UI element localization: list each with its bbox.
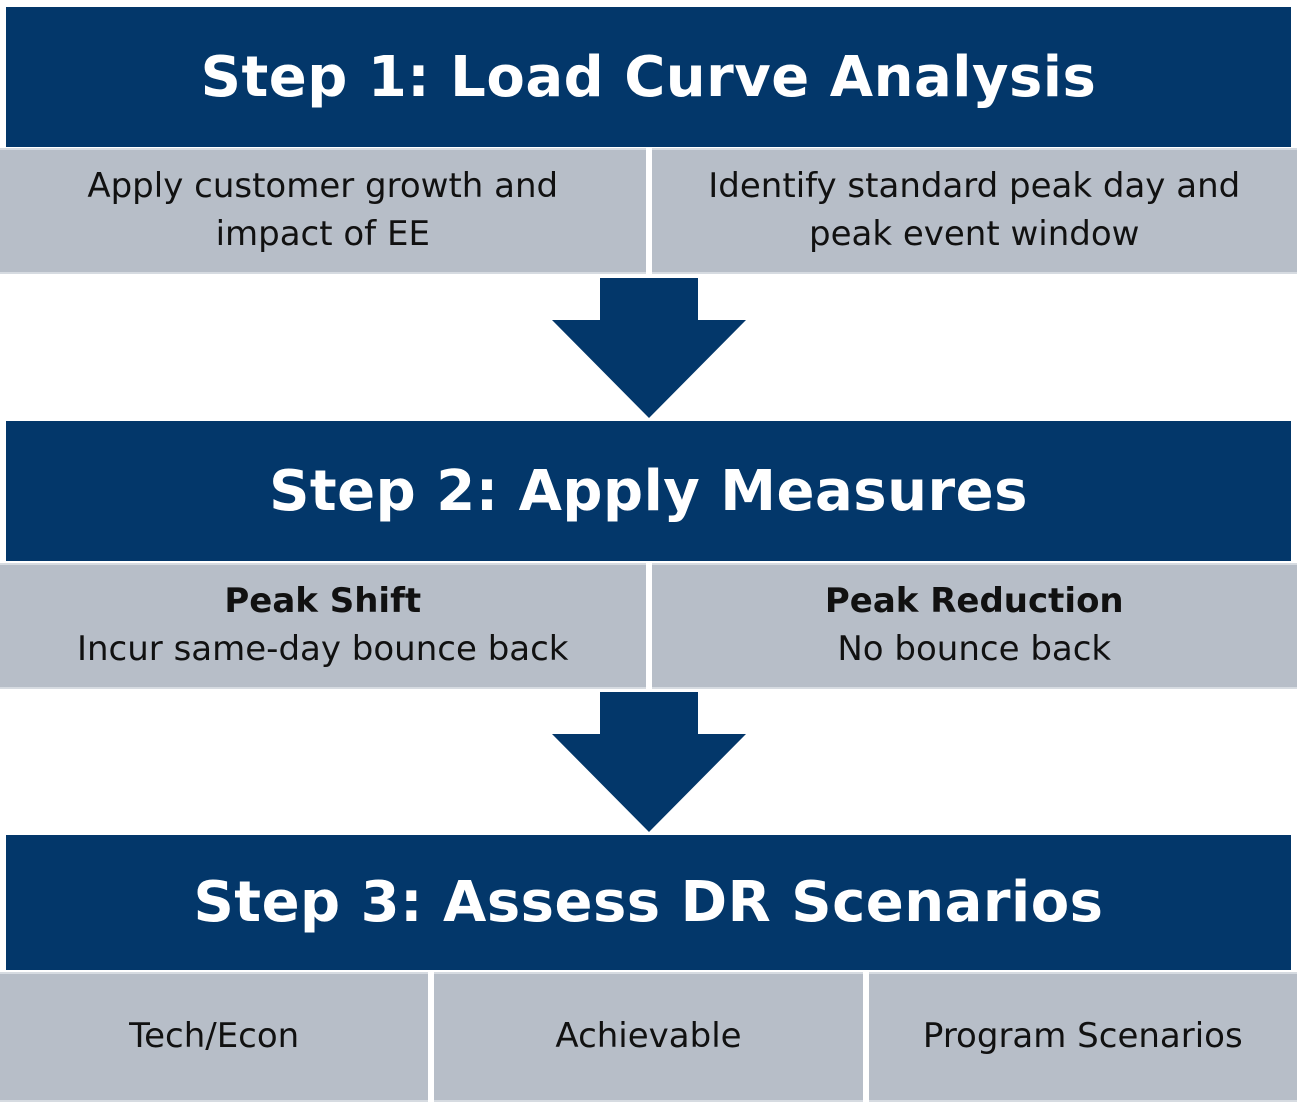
- step-3-cell-tech-econ: Tech/Econ: [0, 972, 429, 1102]
- step-2-cell-peak-reduction: Peak Reduction No bounce back: [651, 563, 1297, 689]
- step-2-title: Step 2: Apply Measures: [269, 458, 1028, 524]
- cell-line: Identify standard peak day and: [708, 166, 1241, 207]
- step-1-row: Apply customer growth and impact of EE I…: [0, 148, 1297, 274]
- step-3-header: Step 3: Assess DR Scenarios: [6, 835, 1291, 970]
- cell-line: Program Scenarios: [922, 1016, 1243, 1057]
- cell-line: Tech/Econ: [129, 1016, 300, 1057]
- cell-heading: Peak Reduction: [824, 581, 1124, 622]
- step-1-title: Step 1: Load Curve Analysis: [200, 44, 1097, 110]
- step-3-row: Tech/Econ Achievable Program Scenarios: [0, 972, 1297, 1102]
- down-arrow-icon: [552, 692, 746, 832]
- step-2-header: Step 2: Apply Measures: [6, 421, 1291, 561]
- cell-line: Apply customer growth and: [87, 166, 559, 207]
- down-arrow-icon: [552, 278, 746, 418]
- step-2-row: Peak Shift Incur same-day bounce back Pe…: [0, 563, 1297, 689]
- cell-line: peak event window: [809, 214, 1140, 254]
- cell-line: Incur same-day bounce back: [76, 629, 569, 669]
- step-3-title: Step 3: Assess DR Scenarios: [193, 870, 1104, 935]
- cell-heading: Peak Shift: [224, 581, 422, 622]
- cell-line: No bounce back: [837, 629, 1112, 669]
- step-1-cell-peak-day: Identify standard peak day and peak even…: [651, 148, 1297, 274]
- step-3-cell-achievable: Achievable: [434, 972, 863, 1102]
- step-2-cell-peak-shift: Peak Shift Incur same-day bounce back: [0, 563, 646, 689]
- step-1-cell-growth: Apply customer growth and impact of EE: [0, 148, 646, 274]
- cell-line: Achievable: [555, 1016, 742, 1057]
- cell-line: impact of EE: [215, 214, 430, 254]
- step-1-header: Step 1: Load Curve Analysis: [6, 7, 1291, 147]
- step-3-cell-program-scenarios: Program Scenarios: [868, 972, 1297, 1102]
